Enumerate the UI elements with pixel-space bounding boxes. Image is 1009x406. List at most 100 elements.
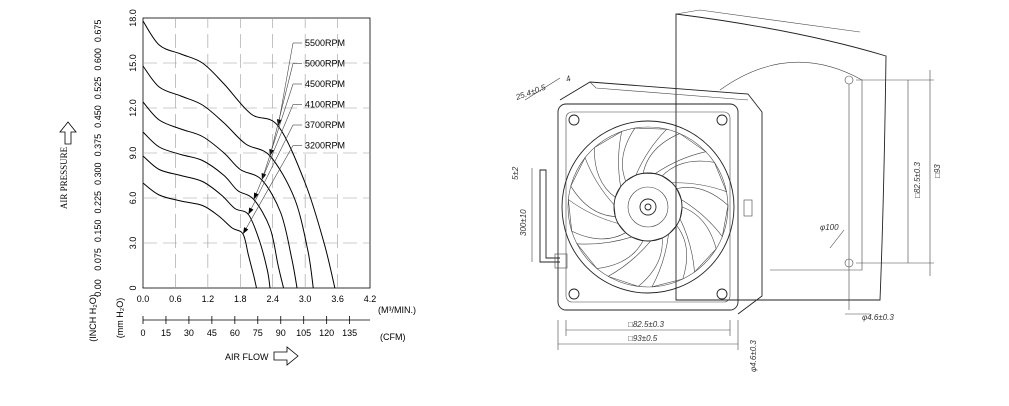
dim-panel-hole-spacing: □82.5±0.3 bbox=[913, 162, 922, 198]
fan-blades bbox=[567, 127, 729, 288]
fan-hub-center bbox=[639, 198, 657, 216]
x-tick-m3: 3.0 bbox=[299, 294, 312, 304]
arrow-right-icon bbox=[273, 346, 299, 366]
x-tick-cfm: 135 bbox=[342, 328, 357, 338]
rpm-curve bbox=[142, 20, 336, 289]
mount-hole-tr bbox=[716, 114, 728, 126]
cable bbox=[539, 169, 560, 263]
rpm-labels: 5500RPM5000RPM4500RPM4100RPM3700RPM3200R… bbox=[242, 38, 345, 235]
y-tick-mm: 15.0 bbox=[128, 54, 138, 72]
x-tick-cfm: 45 bbox=[207, 328, 217, 338]
cable-connector bbox=[554, 253, 568, 269]
x-unit-m3: (M³/MIN.) bbox=[378, 305, 416, 315]
fan-dimension-drawing: 25.4±0.5 4 5±2 300±10 □82.5±0.3 □93±0.5 … bbox=[511, 9, 942, 372]
fan-blade bbox=[679, 206, 717, 273]
y-tick-inch: 0.225 bbox=[93, 191, 103, 214]
x-tick-cfm: 30 bbox=[184, 328, 194, 338]
dim-panel-hole-dia: φ4.6±0.3 bbox=[862, 313, 894, 322]
y-tick-mm: 0 bbox=[128, 285, 138, 290]
rpm-curves bbox=[142, 20, 336, 289]
mount-hole-tl bbox=[568, 114, 580, 126]
y-tick-inch: 0.525 bbox=[93, 77, 103, 100]
y-axis-label: AIR PRESSURE bbox=[59, 146, 69, 209]
fan-shroud bbox=[561, 120, 735, 294]
arrow-up-icon bbox=[59, 121, 77, 145]
mount-hole-br bbox=[716, 288, 728, 300]
y-tick-mm: 6.0 bbox=[128, 192, 138, 205]
y-tick-mm: 18.0 bbox=[128, 9, 138, 27]
rpm-curve bbox=[142, 155, 271, 289]
rpm-label: 5500RPM bbox=[305, 38, 345, 48]
fan-top-bevel bbox=[589, 81, 749, 101]
fan-housing-depth bbox=[559, 81, 763, 315]
y-tick-mm: 9.0 bbox=[128, 147, 138, 160]
dim-panel-size: □93 bbox=[933, 164, 942, 178]
mount-hole-bl bbox=[568, 288, 580, 300]
dim-cutout-dia: φ100 bbox=[820, 223, 839, 232]
arrowhead-icon bbox=[253, 192, 259, 200]
arrowhead-icon bbox=[242, 227, 249, 234]
rpm-label: 5000RPM bbox=[305, 59, 345, 69]
x-tick-cfm: 75 bbox=[253, 328, 263, 338]
rpm-curve bbox=[142, 182, 257, 289]
fan-blade bbox=[622, 127, 668, 182]
rpm-leader bbox=[261, 83, 294, 181]
dim-cable-length: 300±10 bbox=[519, 209, 528, 236]
x-unit-cfm: (CFM) bbox=[380, 332, 406, 342]
rpm-curve bbox=[142, 65, 314, 289]
x-tick-m3: 2.4 bbox=[266, 294, 279, 304]
y-tick-inch: 0.300 bbox=[93, 162, 103, 185]
y-tick-inch: 0.675 bbox=[93, 20, 103, 43]
y-tick-inch: 0.00 bbox=[93, 279, 103, 297]
x-tick-cfm: 120 bbox=[319, 328, 334, 338]
label-tab bbox=[743, 199, 753, 217]
x-tick-cfm: 90 bbox=[276, 328, 286, 338]
y-tick-inch: 0.600 bbox=[93, 48, 103, 71]
fan-hub-dot bbox=[644, 203, 652, 211]
fan-blade bbox=[567, 198, 627, 240]
y-tick-mm: 3.0 bbox=[128, 237, 138, 250]
rpm-label: 4500RPM bbox=[305, 79, 345, 89]
y-axis-inch-ticks: 0.000.0750.1500.2250.3000.3750.4500.5250… bbox=[93, 20, 103, 297]
x-tick-m3: 0.6 bbox=[169, 294, 182, 304]
y-tick-inch: 0.150 bbox=[93, 220, 103, 243]
fan-hub-ring bbox=[627, 186, 669, 228]
x-tick-cfm: 15 bbox=[161, 328, 171, 338]
dim-cable-offset: 5±2 bbox=[511, 166, 520, 180]
rpm-label: 3700RPM bbox=[305, 120, 345, 130]
fan-blade bbox=[570, 156, 616, 217]
panel-top-edge bbox=[675, 9, 861, 33]
rpm-leader bbox=[248, 124, 294, 215]
fan-blade bbox=[651, 224, 688, 288]
fan-frame bbox=[557, 103, 739, 311]
rpm-leader bbox=[253, 104, 294, 200]
x-tick-cfm: 60 bbox=[230, 328, 240, 338]
fan-frame-inner bbox=[565, 111, 731, 303]
fan-shroud-inner bbox=[567, 126, 729, 288]
dim-hole-spacing: □82.5±0.3 bbox=[628, 320, 664, 329]
rpm-leader bbox=[242, 145, 294, 235]
y-unit-inch: (INCH H₂O) bbox=[88, 294, 98, 342]
fan-blade bbox=[661, 160, 728, 193]
y-axis-mm-ticks: 0 3.0 6.0 9.0 12.0 15.0 18.0 bbox=[128, 9, 138, 290]
rpm-curve bbox=[142, 101, 298, 289]
y-unit-mm: (mm H₂O) bbox=[115, 298, 125, 338]
fan-blade bbox=[676, 187, 729, 238]
x-tick-m3: 4.2 bbox=[364, 294, 377, 304]
x-axis-label: AIR FLOW bbox=[225, 352, 269, 362]
dim-flange: 4 bbox=[565, 74, 573, 84]
rpm-label: 4100RPM bbox=[305, 100, 345, 110]
rpm-leader bbox=[269, 63, 294, 157]
fan-hub bbox=[613, 172, 683, 242]
x-tick-m3: 3.6 bbox=[331, 294, 344, 304]
fan-performance-chart: 0 3.0 6.0 9.0 12.0 15.0 18.0 0.00 0.075 0.150 0.2… bbox=[59, 9, 416, 366]
y-tick-mm: 12.0 bbox=[128, 99, 138, 117]
fan-blade bbox=[642, 133, 707, 175]
panel-hole-top bbox=[844, 75, 854, 85]
x-tick-cfm: 105 bbox=[296, 328, 311, 338]
y-tick-inch: 0.075 bbox=[93, 248, 103, 271]
dim-depth: 25.4±0.5 bbox=[514, 83, 548, 103]
